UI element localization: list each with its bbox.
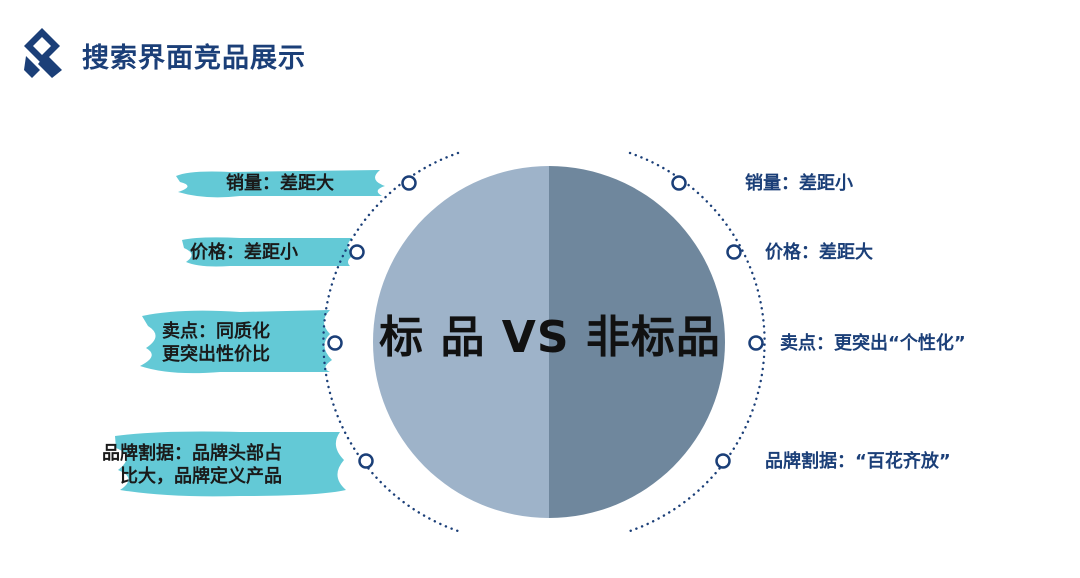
right-label-sales: 销量：差距小 bbox=[745, 173, 853, 194]
node-left-3 bbox=[327, 335, 343, 351]
right-label-price: 价格：差距大 bbox=[765, 242, 873, 263]
right-label-selling-point: 卖点：更突出“个性化” bbox=[780, 333, 966, 354]
node-right-4 bbox=[715, 453, 731, 469]
brush-stroke bbox=[182, 237, 356, 267]
left-label-sales: 销量：差距大 bbox=[226, 173, 334, 194]
node-right-3 bbox=[748, 335, 764, 351]
logo-icon bbox=[24, 28, 62, 78]
page-title: 搜索界面竞品展示 bbox=[82, 43, 306, 74]
brush-stroke bbox=[176, 170, 385, 198]
brush-stroke bbox=[140, 310, 332, 374]
right-dotted-arc bbox=[628, 151, 766, 533]
circle-left-half bbox=[373, 166, 549, 518]
left-label-brand: 品牌割据：品牌头部占 比大，品牌定义产品 bbox=[102, 443, 282, 487]
center-title: 标 品 VS 非标品 bbox=[379, 312, 721, 363]
right-label-brand: 品牌割据：“百花齐放” bbox=[765, 451, 951, 472]
left-label-price: 价格：差距小 bbox=[190, 242, 298, 263]
node-left-4 bbox=[358, 453, 374, 469]
node-right-2 bbox=[726, 244, 742, 260]
node-right-1 bbox=[671, 175, 687, 191]
left-label-selling-point: 卖点：同质化 更突出性价比 bbox=[162, 321, 270, 365]
node-left-2 bbox=[349, 244, 365, 260]
brush-stroke bbox=[115, 431, 346, 497]
node-left-1 bbox=[401, 175, 417, 191]
left-dotted-arc bbox=[322, 151, 460, 533]
circle-right-half bbox=[549, 166, 725, 518]
